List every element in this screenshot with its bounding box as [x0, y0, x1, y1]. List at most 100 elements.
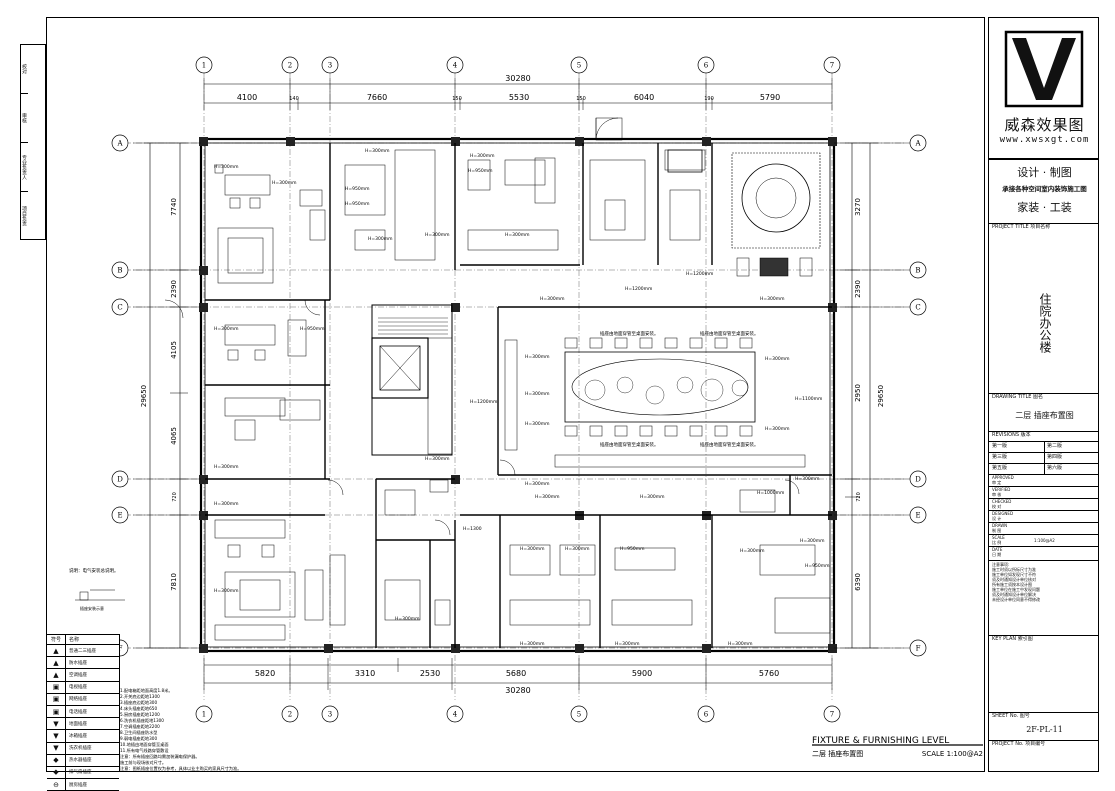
section-label: 插座安装示意 [80, 605, 104, 611]
grid-col-3-bottom: 3 [328, 711, 332, 719]
grid-row-d-right: D [915, 476, 921, 484]
revision-4: 第四版 [1047, 454, 1063, 460]
mark-h1300: H=1300 [463, 526, 482, 532]
designed-label: DESIGNED [992, 511, 1014, 516]
legend-item: 电话插座 [69, 709, 87, 715]
note-5: 5.厨房插座距地1200 [120, 711, 160, 718]
dim-bottom-2: 3310 [355, 669, 375, 678]
note-floorbox-2: 插座由地面穿管至桌面安装。 [700, 330, 759, 337]
project-title-label: PROJECT TITLE 项目名称 [992, 224, 1051, 230]
dim-top-1: 4100 [237, 93, 257, 102]
dim-right-2: 2390 [854, 280, 862, 298]
mark-h300-29: H=300mm [214, 501, 239, 507]
legend-item: 冰箱插座 [69, 733, 87, 739]
grid-row-c-right: C [915, 304, 920, 312]
mark-h300-18: H=300mm [640, 494, 665, 500]
remark-line: 施工时须以所标尺寸为准 [992, 567, 1036, 572]
dim-top-total: 30280 [505, 74, 530, 83]
dim-top-6: 150 [576, 96, 586, 102]
remark-line: 须及时通知设计单位解决 [992, 592, 1036, 597]
socket-icon: ▼ [47, 742, 66, 754]
grid-col-7-bottom: 7 [830, 711, 834, 719]
socket-icon: ◆ [47, 754, 66, 766]
verified-cn: 审 核 [992, 492, 1002, 497]
dim-bottom-3: 2530 [420, 669, 440, 678]
strip-cell-1: 校对 [21, 45, 28, 94]
remark-line: 施工单位在施工中发现问题 [992, 587, 1040, 592]
legend-table: 符号 名称 ▲普通二三插座 ▲防水插座 ▲空调插座 ▣电视插座 ▣网络插座 ▣电… [46, 634, 120, 791]
mark-h300-7: H=300mm [505, 232, 530, 238]
mark-h300-10: H=300mm [525, 354, 550, 360]
logo-brand-name: 威森效果图 [1004, 116, 1085, 134]
remark-line: 所有施工须按本设计图 [992, 582, 1032, 587]
legend-item: 排气扇插座 [69, 770, 92, 776]
key-plan-label: KEY PLAN 索引图 [992, 636, 1033, 642]
note-12: 注意：所有插座回路均需加装漏电保护器。 [120, 753, 200, 760]
remark-line: 须及时通知设计单位核对 [992, 577, 1036, 582]
mark-h950-6: H=950mm [300, 326, 325, 332]
mark-h300-1: H=300mm [214, 164, 239, 170]
dim-top-4: 150 [452, 96, 462, 102]
mark-h1100: H=1100mm [795, 396, 822, 402]
date-label: DATE [992, 547, 1003, 552]
fixture-title-cn: 二层 插座布置图 [812, 749, 863, 758]
socket-icon: ▲ [47, 669, 66, 681]
dim-right-5: 6390 [854, 573, 862, 591]
grid-row-a: A [116, 140, 123, 148]
dim-right-1: 3270 [854, 198, 862, 216]
note-7: 7.空调插座距地2200 [120, 723, 160, 730]
dim-top-2: 140 [289, 96, 299, 102]
dim-left-6: 7810 [170, 573, 178, 591]
grid-row-f: F [118, 645, 123, 653]
mark-h950-5: H=950mm [805, 563, 830, 569]
mark-h300-21: H=300mm [565, 546, 590, 552]
mark-h300-19: H=300mm [795, 476, 820, 482]
dim-bottom-6: 5760 [759, 669, 779, 678]
approved-cn: 审 定 [992, 480, 1002, 485]
dim-top-9: 5790 [760, 93, 780, 102]
revision-3: 第三版 [992, 454, 1008, 460]
grid-row-b: B [117, 267, 122, 275]
note-2: 2.开关底边距地1300 [120, 693, 160, 700]
mark-h300-12: H=300mm [525, 421, 550, 427]
note-floorbox-3: 插座由地面穿管至桌面安装。 [600, 441, 659, 448]
grid-row-c: C [117, 304, 122, 312]
legend-item: 厨房插座 [69, 782, 87, 788]
grid-col-2: 2 [288, 62, 292, 70]
remarks: 注意事项: 施工时须以所标尺寸为准 施工单位如发现尺寸不符 须及时通知设计单位核… [992, 562, 1097, 602]
mark-h300-13: H=300mm [765, 356, 790, 362]
grid-col-6-bottom: 6 [704, 711, 709, 719]
socket-icon: ⊖ [47, 779, 66, 791]
mark-h300-11: H=300mm [525, 391, 550, 397]
mark-h1200-2: H=1200mm [686, 271, 713, 277]
left-signature-strip: 校对 审核 专业负责人 项目负责 [20, 44, 46, 240]
fixture-title: FIXTURE & FURNISHING LEVEL [812, 736, 949, 746]
note-4: 4.床头插座距地650 [120, 705, 157, 712]
note-1: 1.配电箱距地面高度1.8米。 [120, 687, 173, 694]
dim-bottom-1: 5820 [255, 669, 275, 678]
grid-col-3: 3 [328, 62, 332, 70]
project-name: 住院办公楼 [1038, 293, 1052, 353]
dim-left-3: 4105 [170, 341, 178, 359]
project-no-label: PROJECT No. 项目编号 [992, 741, 1046, 747]
dim-bottom-5: 5900 [632, 669, 652, 678]
revision-5: 第五版 [992, 465, 1008, 471]
mark-h300-16: H=300mm [525, 481, 550, 487]
network-icon: ▣ [47, 693, 66, 705]
grid-row-e-right: E [915, 512, 920, 520]
approved-label: APPROVED [992, 475, 1014, 480]
drawing-title-label: DRAWING TITLE 图名 [992, 394, 1044, 400]
grid-row-d: D [117, 476, 123, 484]
dim-right-3: 2950 [854, 384, 862, 402]
socket-icon: ◆ [47, 766, 66, 779]
note-14: 注意：图纸插座位置仅为参考，具体以业主购买的家具尺寸为准。 [120, 765, 241, 772]
note-9: 9.弱电插座距地300 [120, 735, 157, 742]
mark-h300-31: H=300mm [395, 616, 420, 622]
phone-icon: ▣ [47, 705, 66, 718]
mark-h300-22: H=300mm [740, 548, 765, 554]
mark-h300-20: H=300mm [520, 546, 545, 552]
socket-icon: ▲ [47, 657, 66, 669]
legend-header-symbol: 符号 [47, 635, 66, 644]
dim-right-4: 720 [856, 492, 862, 502]
mark-h300-25: H=300mm [615, 641, 640, 647]
